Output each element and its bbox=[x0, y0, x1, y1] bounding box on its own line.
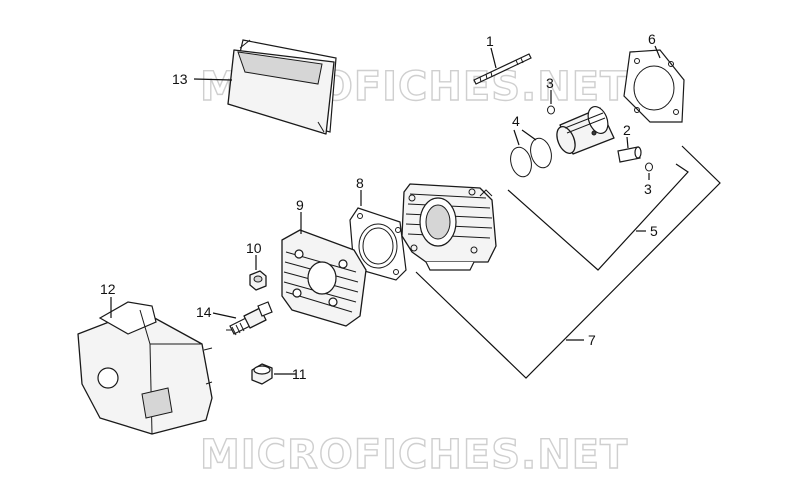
part-piston[interactable] bbox=[553, 104, 615, 156]
part-10-nut[interactable] bbox=[249, 270, 267, 291]
part-8-head-gasket[interactable] bbox=[349, 207, 407, 281]
leader-13 bbox=[193, 78, 233, 81]
callout-9[interactable]: 9 bbox=[296, 197, 304, 213]
leader-1 bbox=[490, 47, 497, 69]
kit-bracket-5 bbox=[507, 163, 689, 271]
part-cylinder[interactable] bbox=[401, 183, 497, 271]
part-3-circlip-lower[interactable] bbox=[645, 162, 653, 172]
callout-8[interactable]: 8 bbox=[356, 175, 364, 191]
callout-11[interactable]: 11 bbox=[292, 366, 307, 382]
part-11-cap[interactable] bbox=[251, 363, 273, 385]
callout-3b[interactable]: 3 bbox=[644, 181, 652, 197]
callout-1[interactable]: 1 bbox=[486, 33, 494, 49]
callout-13[interactable]: 13 bbox=[172, 71, 188, 87]
callout-10[interactable]: 10 bbox=[246, 240, 262, 256]
watermark-bottom: MICROFICHES.NET bbox=[200, 432, 628, 478]
callout-7[interactable]: 7 bbox=[588, 332, 596, 348]
part-12-shroud[interactable] bbox=[77, 301, 213, 435]
part-6-gasket[interactable] bbox=[623, 49, 685, 123]
part-13-document-folder[interactable] bbox=[227, 39, 337, 135]
leader-6 bbox=[654, 45, 661, 59]
callout-5[interactable]: 5 bbox=[650, 223, 658, 239]
part-3-circlip-upper[interactable] bbox=[547, 105, 555, 115]
kit-bracket-7 bbox=[415, 145, 721, 379]
callout-12[interactable]: 12 bbox=[100, 281, 116, 297]
leader-14 bbox=[212, 312, 237, 319]
part-1-stud[interactable] bbox=[473, 53, 532, 85]
callout-14[interactable]: 14 bbox=[196, 304, 212, 320]
part-4-piston-rings[interactable] bbox=[507, 136, 554, 179]
part-9-cylinder-head[interactable] bbox=[281, 229, 367, 327]
callout-2[interactable]: 2 bbox=[623, 122, 631, 138]
part-14-spark-plug[interactable] bbox=[226, 301, 273, 336]
callout-4[interactable]: 4 bbox=[512, 113, 520, 129]
callout-6[interactable]: 6 bbox=[648, 31, 656, 47]
callout-3a[interactable]: 3 bbox=[546, 75, 554, 91]
leader-4 bbox=[513, 129, 537, 146]
leader-2 bbox=[626, 136, 629, 149]
part-2-piston-pin[interactable] bbox=[617, 146, 642, 163]
